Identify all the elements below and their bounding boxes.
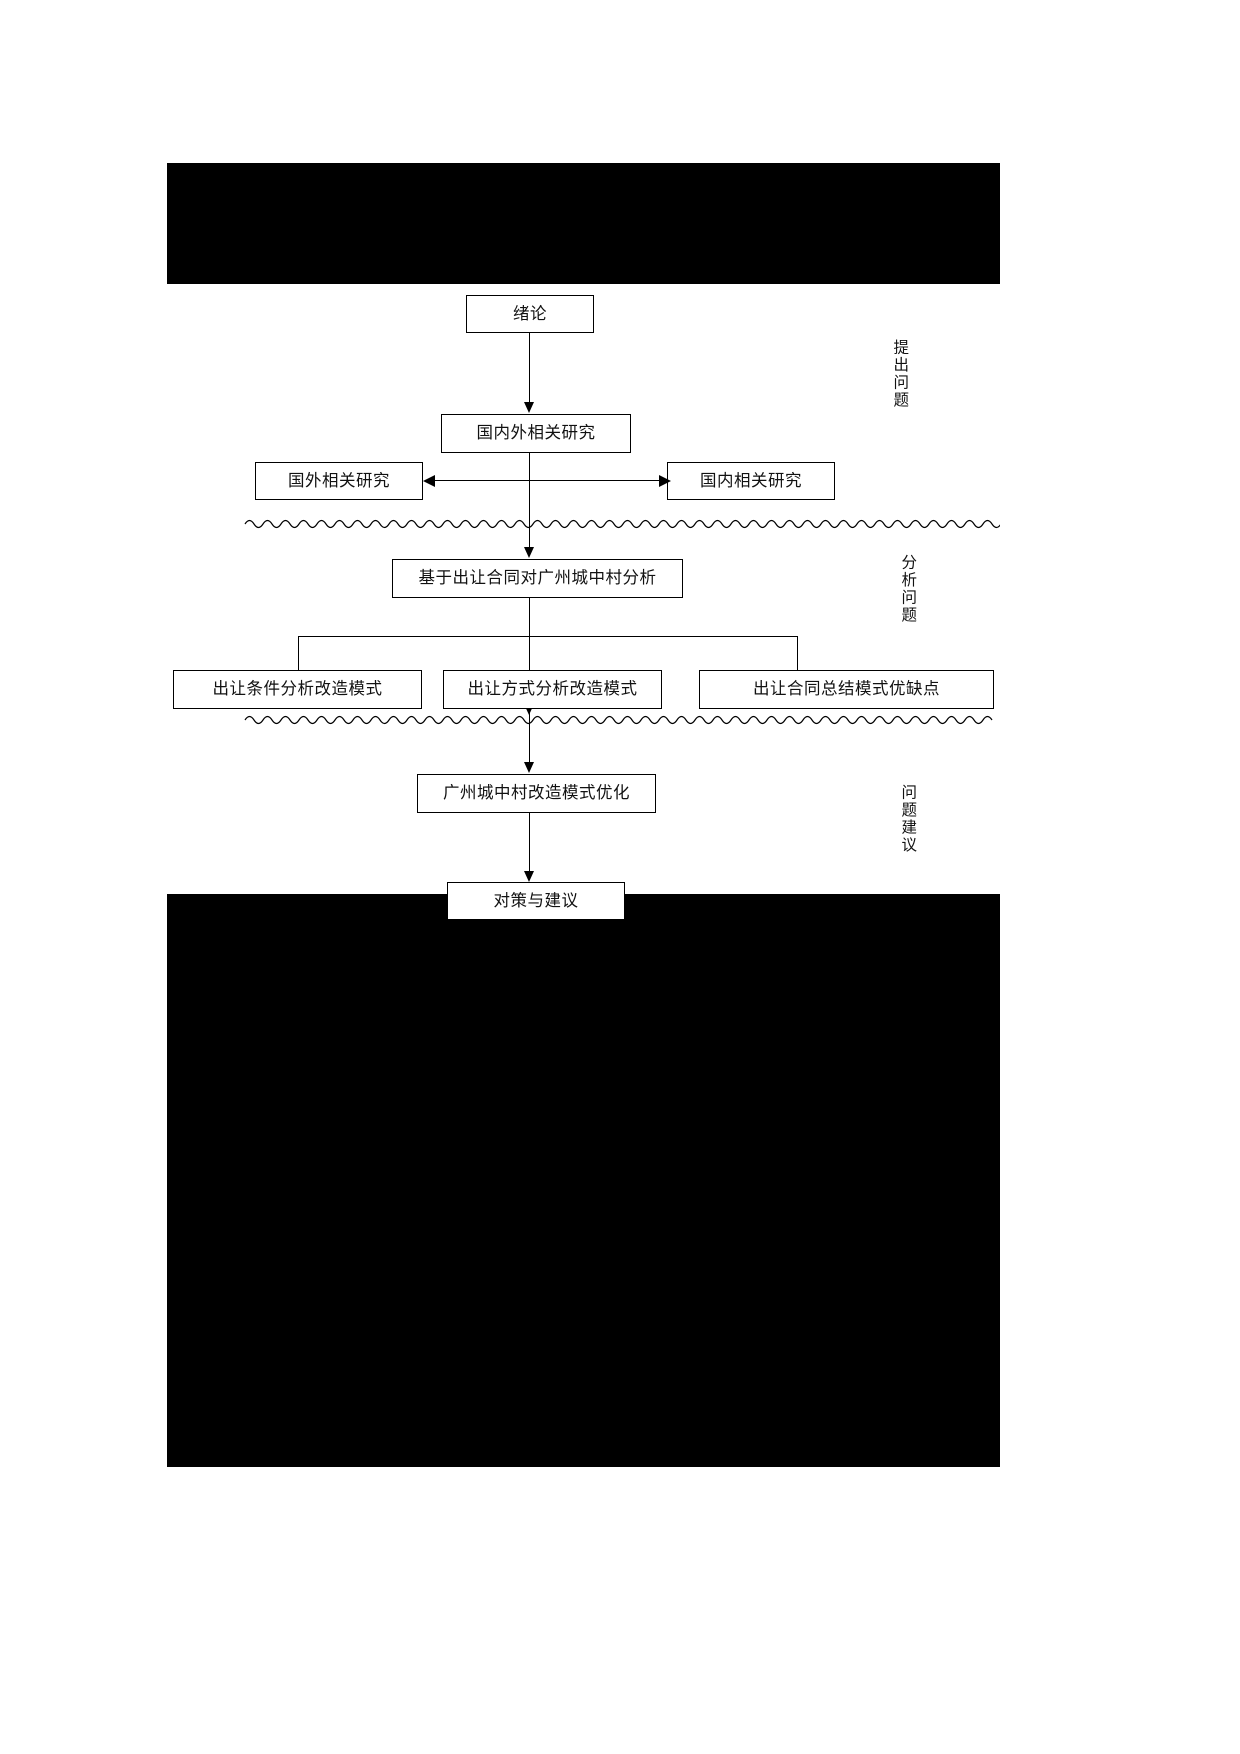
arrowhead-to-domestic-research	[659, 475, 671, 487]
arrowhead-branch-n9	[524, 762, 534, 773]
node-renovation-mode-optimization[interactable]: 广州城中村改造模式优化	[417, 774, 656, 813]
node-domestic-research[interactable]: 国内相关研究	[667, 462, 835, 500]
node-introduction[interactable]: 绪论	[466, 295, 594, 333]
node-label: 国内外相关研究	[476, 423, 596, 443]
wavy-separator-2	[167, 712, 1000, 728]
node-foreign-research[interactable]: 国外相关研究	[255, 462, 423, 500]
node-domestic-foreign-research[interactable]: 国内外相关研究	[441, 414, 631, 453]
branch-bracket-horizontal	[298, 636, 798, 638]
arrowhead-n2-n5	[524, 547, 534, 558]
arrowhead-n1-n2	[524, 402, 534, 413]
node-analysis-based-on-contract[interactable]: 基于出让合同对广州城中村分析	[392, 559, 683, 598]
wavy-separator-1	[167, 516, 1000, 532]
node-label: 出让条件分析改造模式	[212, 679, 383, 699]
node-contract-pros-cons[interactable]: 出让合同总结模式优缺点	[699, 670, 994, 709]
node-transfer-method-mode[interactable]: 出让方式分析改造模式	[443, 670, 662, 709]
connector-n1-n2	[529, 333, 531, 406]
redacted-block-top	[167, 163, 1000, 284]
node-label: 出让合同总结模式优缺点	[753, 679, 940, 699]
node-label: 广州城中村改造模式优化	[443, 783, 630, 803]
connector-n3-n4	[433, 480, 659, 482]
branch-drop-left	[298, 636, 300, 670]
node-label: 基于出让合同对广州城中村分析	[418, 568, 657, 588]
connector-n5-bracket	[529, 598, 531, 708]
node-label: 出让方式分析改造模式	[467, 679, 638, 699]
node-transfer-conditions-mode[interactable]: 出让条件分析改造模式	[173, 670, 422, 709]
arrowhead-n9-n10	[524, 871, 534, 882]
phase-label-analyze-question: 分析问题	[899, 554, 918, 624]
connector-branch-n9	[529, 709, 531, 766]
node-label: 绪论	[513, 303, 547, 323]
connector-n2-n5	[529, 453, 531, 551]
node-label: 国外相关研究	[288, 470, 390, 490]
branch-drop-right	[797, 636, 799, 670]
node-label: 国内相关研究	[700, 470, 802, 490]
phase-label-suggestions: 问题建议	[899, 784, 918, 854]
phase-label-raise-question: 提出问题	[891, 339, 910, 409]
connector-n9-n10	[529, 813, 531, 875]
flowchart-diagram: 绪论 国内外相关研究 国外相关研究 国内相关研究 基于出让合同	[167, 284, 1000, 920]
arrowhead-to-foreign-research	[423, 475, 435, 487]
node-countermeasures-suggestions[interactable]: 对策与建议	[447, 882, 625, 920]
redacted-block-bottom	[167, 894, 1000, 1467]
node-label: 对策与建议	[493, 890, 579, 910]
